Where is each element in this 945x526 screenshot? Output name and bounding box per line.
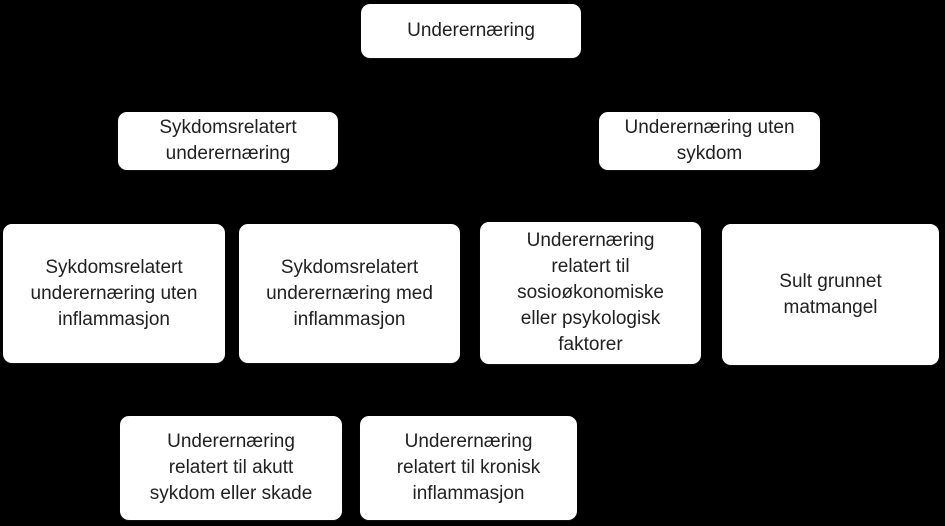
node-sykdomsrelatert-uten-inflammasjon: Sykdomsrelatert underernæring uten infla… bbox=[3, 224, 225, 363]
node-sykdomsrelatert-med-inflammasjon: Sykdomsrelatert underernæring med inflam… bbox=[239, 224, 460, 363]
node-underernaering: Underernæring bbox=[361, 4, 581, 58]
node-sykdomsrelatert-underernaering: Sykdomsrelatert underernæring bbox=[118, 112, 338, 170]
node-sult-grunnet-matmangel: Sult grunnet matmangel bbox=[722, 224, 939, 365]
node-underernaering-sosiookonomisk: Underernæring relatert til sosioøkonomis… bbox=[480, 222, 701, 364]
node-underernaering-akutt-sykdom: Underernæring relatert til akutt sykdom … bbox=[120, 416, 342, 520]
node-underernaering-kronisk-inflammasjon: Underernæring relatert til kronisk infla… bbox=[360, 416, 577, 520]
node-underernaering-uten-sykdom: Underernæring uten sykdom bbox=[599, 112, 820, 170]
